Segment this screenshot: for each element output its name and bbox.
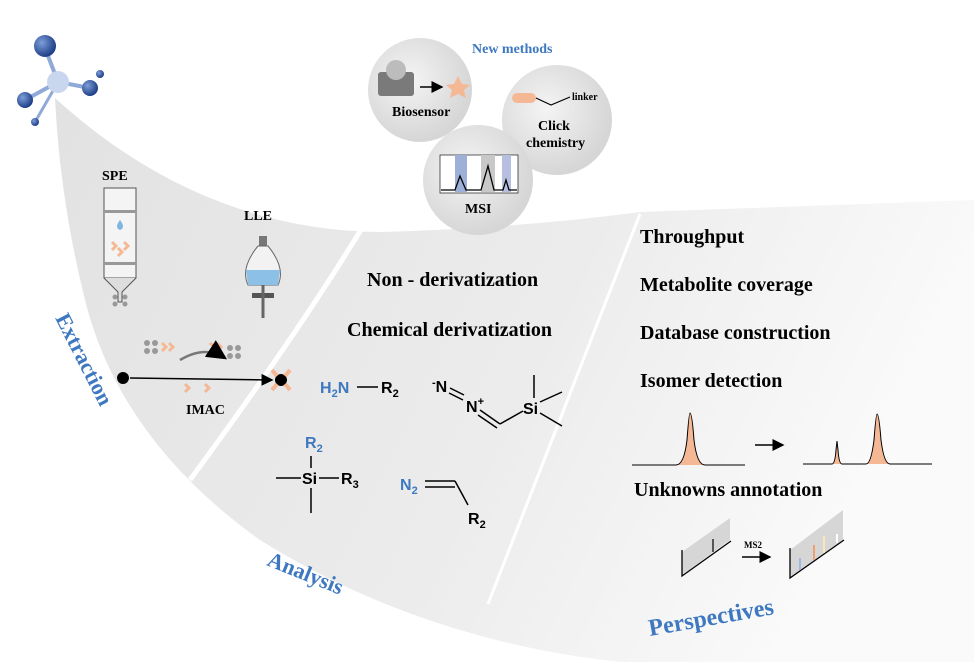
non-derivatization: Non - derivatization — [367, 269, 538, 291]
chemical-derivatization: Chemical derivatization — [347, 319, 552, 341]
svg-text:H2N: H2N — [320, 380, 349, 400]
molecule-icon — [17, 35, 104, 126]
imac-diagram: IMAC — [117, 340, 292, 418]
fan-panel — [55, 98, 974, 662]
imac-label: IMAC — [186, 403, 225, 418]
biosensor-label: Biosensor — [392, 105, 450, 120]
divider-analysis-perspectives — [486, 213, 642, 605]
ms2-label: MS2 — [744, 540, 763, 550]
separatory-funnel-icon — [245, 236, 281, 318]
silyl-reagent: R2 Si R3 — [276, 435, 359, 513]
new-methods-title: New methods — [472, 42, 553, 57]
svg-text:R3: R3 — [341, 471, 359, 491]
perspective-item: Isomer detection — [640, 370, 782, 392]
click-chemistry-bubble: linker Click chemistry — [502, 65, 612, 175]
spe-cartridge-icon — [103, 187, 137, 307]
click-label: Click — [538, 119, 570, 134]
lle-label: LLE — [244, 209, 272, 224]
chemistry-label: chemistry — [526, 136, 585, 151]
ms2-spectra: MS2 — [681, 510, 845, 580]
diazo-reagent: N2 R2 — [400, 477, 486, 531]
svg-text:Si: Si — [523, 401, 538, 418]
perspective-item: Metabolite coverage — [640, 274, 813, 296]
perspectives-list: Throughput Metabolite coverage Database … — [634, 226, 831, 501]
msi-bubble: MSI — [423, 125, 533, 235]
sensor-icon — [378, 72, 414, 96]
svg-text:R2: R2 — [381, 380, 399, 400]
star-icon — [446, 76, 470, 98]
amine-reagent: H2N R2 — [320, 380, 399, 400]
svg-text:-N: -N — [432, 377, 447, 396]
svg-text:N+: N+ — [466, 396, 484, 416]
perspective-item: Unknowns annotation — [634, 479, 822, 501]
perspective-item: Database construction — [640, 322, 831, 344]
divider-extraction-analysis — [187, 226, 365, 482]
msi-spectrum — [441, 163, 517, 191]
biosensor-bubble: Biosensor — [368, 38, 472, 142]
spe-label: SPE — [102, 169, 128, 184]
linker-label: linker — [572, 92, 598, 103]
svg-text:Si: Si — [302, 471, 317, 488]
svg-text:R2: R2 — [468, 511, 486, 531]
perspective-item: Throughput — [640, 226, 744, 248]
svg-text:N2: N2 — [400, 477, 418, 497]
msi-label: MSI — [465, 202, 491, 217]
svg-text:R2: R2 — [305, 435, 323, 455]
tms-diazomethane-reagent: -N N+ Si — [432, 375, 563, 429]
isomer-peaks — [632, 412, 932, 466]
